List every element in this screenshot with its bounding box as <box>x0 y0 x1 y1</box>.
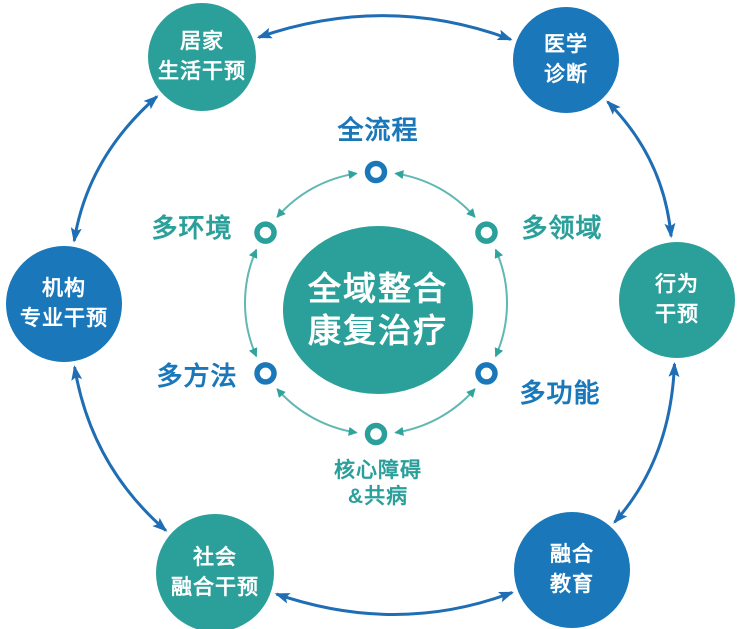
outer-node-social-integration-intervention: 社会 融合干预 <box>156 514 274 629</box>
outer-node-label: 行为 干预 <box>655 272 699 326</box>
center-node-label: 全域整合 康复治疗 <box>308 270 448 349</box>
outer-flow-arrow <box>256 14 513 41</box>
outer-node-label: 机构 专业干预 <box>20 276 108 330</box>
outer-node-behavior-intervention: 行为 干预 <box>619 242 735 358</box>
inner-ring-node <box>364 422 388 446</box>
outer-node-label: 居家 生活干预 <box>158 29 246 83</box>
outer-flow-arrow <box>613 361 680 524</box>
inner-label-multi-method: 多方法 <box>156 360 238 391</box>
inner-ring-node <box>254 362 277 385</box>
inner-ring-arc <box>244 248 258 358</box>
inner-label-multi-function: 多功能 <box>519 377 601 408</box>
outer-node-inclusive-education: 融合 教育 <box>514 512 630 628</box>
outer-node-label: 融合 教育 <box>550 542 594 596</box>
outer-node-institutional-professional-intervention: 机构 专业干预 <box>6 246 122 362</box>
inner-ring-node <box>364 160 388 184</box>
inner-ring-arc <box>394 388 476 436</box>
inner-label-full-process: 全流程 <box>337 114 419 145</box>
outer-flow-arrow <box>70 95 159 243</box>
outer-node-label: 医学 诊断 <box>544 32 588 86</box>
inner-label-core-disorders-comorbidity: 核心障碍 &共病 <box>334 458 422 508</box>
inner-ring-node <box>475 221 498 244</box>
center-node-integrated-rehab: 全域整合 康复治疗 <box>283 226 473 394</box>
inner-ring-arc <box>394 170 476 218</box>
inner-ring-arc <box>276 388 358 436</box>
inner-ring-arc <box>494 248 508 358</box>
inner-ring-arc <box>276 170 358 218</box>
outer-flow-arrow <box>274 591 514 616</box>
outer-flow-arrow <box>606 100 676 239</box>
outer-node-label: 社会 融合干预 <box>171 545 259 599</box>
inner-ring-node <box>254 221 277 244</box>
inner-label-multi-domain: 多领域 <box>521 212 603 243</box>
inner-ring-node <box>475 362 498 385</box>
outer-node-home-life-intervention: 居家 生活干预 <box>148 3 256 111</box>
inner-label-multi-environment: 多环境 <box>151 212 233 243</box>
outer-node-medical-diagnosis: 医学 诊断 <box>513 7 619 113</box>
outer-flow-arrow <box>71 365 168 532</box>
